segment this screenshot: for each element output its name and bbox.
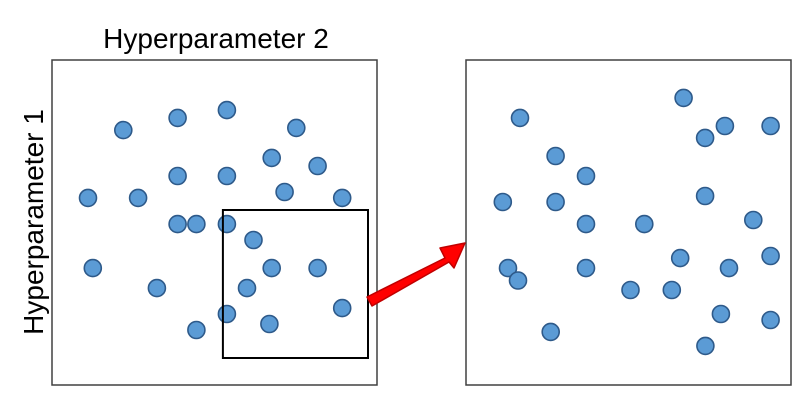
right-sample-point [508,271,528,290]
x-axis-label: Hyperparameter 2 [103,23,329,54]
left-sample-point [217,100,237,120]
left-sample-point [332,298,352,318]
right-sample-point [761,310,780,330]
right-sample-point [621,280,640,300]
right-sample-point [674,88,693,108]
right-sample-point [493,192,513,212]
right-sample-point [576,166,596,186]
zoom-region-box [221,209,369,359]
right-sample-point [719,258,739,278]
left-sample-point [275,182,294,202]
left-sample-point [168,214,187,234]
left-sample-point [168,108,187,128]
right-sample-point [576,214,596,234]
left-sample-point [187,214,206,234]
left-sample-point [308,156,327,176]
right-sample-point [743,210,763,230]
right-sample-point [546,146,565,166]
left-sample-point [78,188,98,208]
left-sample-point [217,166,237,186]
left-sample-point [286,118,306,138]
right-panel-points [493,88,780,356]
zoom-arrow-icon [366,242,466,307]
left-panel-border [51,59,378,386]
right-sample-point [634,214,654,234]
right-sample-point [696,336,715,356]
left-sample-point [332,188,352,208]
right-sample-point [662,280,682,300]
right-sample-point [498,258,518,278]
right-sample-point [715,116,735,136]
left-sample-point [217,304,237,324]
left-sample-point [114,120,133,140]
right-sample-point [576,258,596,278]
left-sample-point [187,320,206,340]
left-sample-point [262,148,282,168]
left-sample-point [308,258,327,278]
left-sample-point [217,214,237,234]
right-sample-point [695,186,715,206]
right-sample-point [761,246,780,266]
right-sample-point [695,128,715,148]
right-sample-point [546,192,565,212]
left-sample-point [260,314,279,334]
left-sample-point [147,278,167,298]
zoom-arrow [366,242,466,307]
left-sample-point [168,166,187,186]
left-sample-point [262,258,282,278]
right-sample-point [711,304,731,324]
left-panel-points [78,100,352,340]
left-sample-point [128,188,148,208]
left-sample-point [244,230,263,250]
right-panel-border [465,59,792,386]
right-sample-point [670,248,690,268]
right-sample-point [761,116,780,136]
left-sample-point [237,278,257,298]
left-sample-point [83,258,103,278]
right-sample-point [510,108,530,128]
left-panel [51,59,378,386]
right-sample-point [541,322,561,342]
y-axis-label: Hyperparameter 1 [18,109,49,335]
right-panel [465,59,792,386]
